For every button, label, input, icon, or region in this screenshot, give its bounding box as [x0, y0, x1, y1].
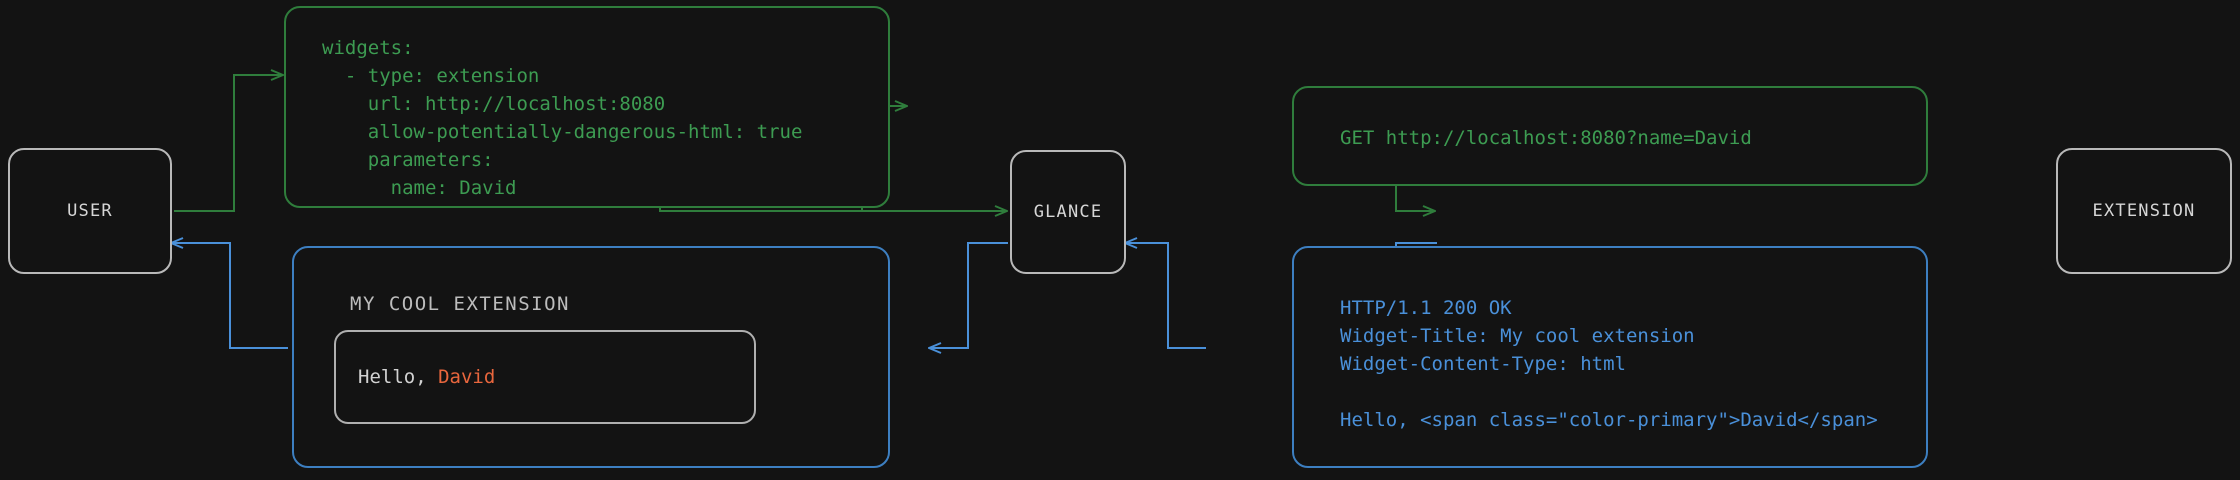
- node-extension-label: EXTENSION: [2092, 201, 2196, 221]
- node-user[interactable]: USER: [8, 148, 172, 274]
- widget-preview-title: MY COOL EXTENSION: [350, 293, 570, 315]
- wire-glance-to-widget: [930, 242, 1008, 348]
- widget-preview-panel[interactable]: MY COOL EXTENSION Hello, David: [292, 246, 890, 468]
- widget-preview-body: Hello, David: [336, 366, 495, 388]
- node-glance-label: GLANCE: [1033, 202, 1103, 222]
- wire-response-to-glance: [1126, 243, 1206, 349]
- response-panel[interactable]: HTTP/1.1 200 OK Widget-Title: My cool ex…: [1292, 246, 1928, 468]
- widget-greeting-text: Hello,: [358, 366, 439, 388]
- request-line-text: GET http://localhost:8080?name=David: [1340, 127, 1752, 149]
- widget-preview-card: Hello, David: [334, 330, 756, 424]
- config-panel[interactable]: widgets: - type: extension url: http://l…: [284, 6, 890, 208]
- response-text: HTTP/1.1 200 OK Widget-Title: My cool ex…: [1340, 297, 1878, 431]
- wire-user-to-config: [174, 75, 282, 212]
- request-panel[interactable]: GET http://localhost:8080?name=David: [1292, 86, 1928, 186]
- widget-name-text: David: [438, 366, 496, 388]
- config-yaml-text: widgets: - type: extension url: http://l…: [322, 37, 803, 199]
- node-extension[interactable]: EXTENSION: [2056, 148, 2232, 274]
- node-user-label: USER: [67, 201, 113, 221]
- wire-widget-to-user: [172, 243, 288, 349]
- node-glance[interactable]: GLANCE: [1010, 150, 1126, 274]
